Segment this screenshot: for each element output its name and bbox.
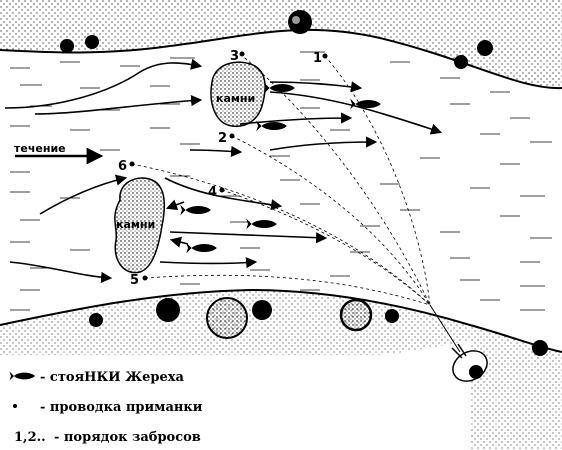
rock-island-bottom <box>114 177 166 274</box>
bottom-shoreline <box>0 288 562 353</box>
rock-island-top <box>210 61 266 128</box>
cast-number-2: 2 <box>218 131 227 146</box>
lure-dot-icon <box>142 275 148 281</box>
fish-icon <box>180 204 211 216</box>
bush-icon <box>339 298 373 332</box>
fish-icon <box>264 82 295 94</box>
fishing-line <box>429 304 461 353</box>
bush-icon <box>385 309 399 323</box>
bush-icon <box>454 55 468 69</box>
rocks-label-top: камни <box>216 92 255 105</box>
lure-dot-icon <box>229 133 235 139</box>
current-arrows <box>4 58 443 283</box>
legend-order-symbol: 1,2.. <box>14 430 46 445</box>
bush-icon <box>252 300 272 320</box>
cast-number-1: 1 <box>313 51 322 66</box>
bush-icon <box>532 340 548 356</box>
bush-icon <box>288 10 312 34</box>
bush-icon <box>156 298 180 322</box>
bush-icon <box>85 35 99 49</box>
bushes <box>60 10 548 356</box>
angler-icon <box>451 343 488 382</box>
fish-icon <box>186 242 217 254</box>
lure-dots <box>129 51 328 281</box>
asp-spots <box>180 82 381 254</box>
bush-icon <box>206 297 248 339</box>
fish-icon <box>350 98 381 110</box>
lure-dot-icon <box>13 404 17 408</box>
cast-number-labels: 1 2 3 4 5 6 <box>118 49 322 288</box>
legend-order-label: - порядок забросов <box>54 430 201 445</box>
cast-number-6: 6 <box>118 159 127 174</box>
lure-dot-icon <box>129 161 135 167</box>
lure-dot-icon <box>219 187 225 193</box>
legend: - стояНКИ Жереха - проводка приманки 1,2… <box>9 370 203 445</box>
legend-dot-label: - проводка приманки <box>40 400 203 415</box>
water-lines <box>10 51 552 311</box>
lure-dot-icon <box>322 53 328 59</box>
cast-number-4: 4 <box>208 185 217 200</box>
fish-icon <box>246 218 277 230</box>
cast-number-3: 3 <box>230 49 239 64</box>
rocks-label-bottom: камни <box>116 218 155 231</box>
top-bank <box>0 0 562 89</box>
bush-icon <box>89 313 103 327</box>
cast-lines <box>131 53 431 306</box>
current-label: течение <box>14 142 66 155</box>
bush-icon <box>60 39 74 53</box>
legend-fish-label: - стояНКИ Жереха <box>40 370 185 385</box>
top-shoreline <box>0 28 562 90</box>
lure-dot-icon <box>239 51 245 57</box>
bush-icon <box>477 40 493 56</box>
cast-number-5: 5 <box>130 273 139 288</box>
